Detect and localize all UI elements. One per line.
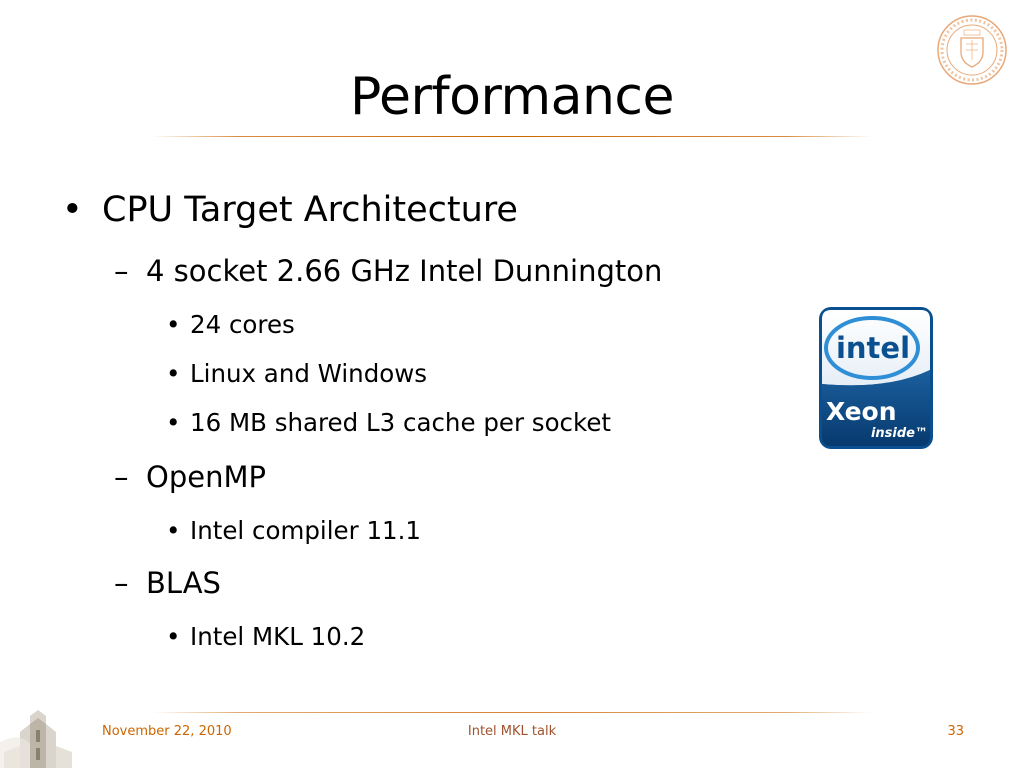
bullet-item: • Intel MKL 10.2 xyxy=(166,622,365,651)
title-divider xyxy=(152,136,872,137)
bullet-item: –OpenMP xyxy=(114,460,266,494)
university-seal-icon xyxy=(937,15,1007,85)
bullet-item: • CPU Target Architecture xyxy=(62,190,518,230)
bullet-text: Intel compiler 11.1 xyxy=(190,516,422,545)
footer-date: November 22, 2010 xyxy=(102,724,232,739)
logo-tagline: inside™ xyxy=(871,426,928,441)
bullet-marker: • xyxy=(166,408,181,437)
bullet-item: • 24 cores xyxy=(166,310,295,339)
bullet-marker: • xyxy=(166,516,181,545)
bullet-text: CPU Target Architecture xyxy=(102,190,518,230)
bullet-item: –4 socket 2.66 GHz Intel Dunnington xyxy=(114,254,662,288)
bullet-marker: – xyxy=(114,460,129,494)
footer-divider xyxy=(152,712,872,713)
bullet-text: OpenMP xyxy=(146,460,266,494)
page-number: 33 xyxy=(947,724,964,739)
bullet-marker: – xyxy=(114,254,129,288)
logo-product: Xeon xyxy=(826,397,897,426)
bullet-item: • 16 MB shared L3 cache per socket xyxy=(166,408,611,437)
logo-brand: intel xyxy=(836,331,910,365)
bullet-item: • Linux and Windows xyxy=(166,359,427,388)
bullet-text: 24 cores xyxy=(190,310,295,339)
intel-xeon-logo-icon: intel Xeon inside™ xyxy=(819,307,933,449)
page-title: Performance xyxy=(349,67,675,127)
bullet-text: 16 MB shared L3 cache per socket xyxy=(190,408,612,437)
bullet-text: 4 socket 2.66 GHz Intel Dunnington xyxy=(146,254,663,288)
bullet-marker: – xyxy=(114,566,129,600)
bullet-marker: • xyxy=(62,190,83,230)
footer-title: Intel MKL talk xyxy=(467,724,557,739)
bullet-item: –BLAS xyxy=(114,566,221,600)
bullet-text: Linux and Windows xyxy=(190,359,428,388)
bullet-marker: • xyxy=(166,359,181,388)
bullet-text: Intel MKL 10.2 xyxy=(190,622,366,651)
bullet-marker: • xyxy=(166,622,181,651)
bullet-item: • Intel compiler 11.1 xyxy=(166,516,421,545)
university-tower-icon xyxy=(0,702,96,768)
bullet-marker: • xyxy=(166,310,181,339)
bullet-text: BLAS xyxy=(146,566,221,600)
